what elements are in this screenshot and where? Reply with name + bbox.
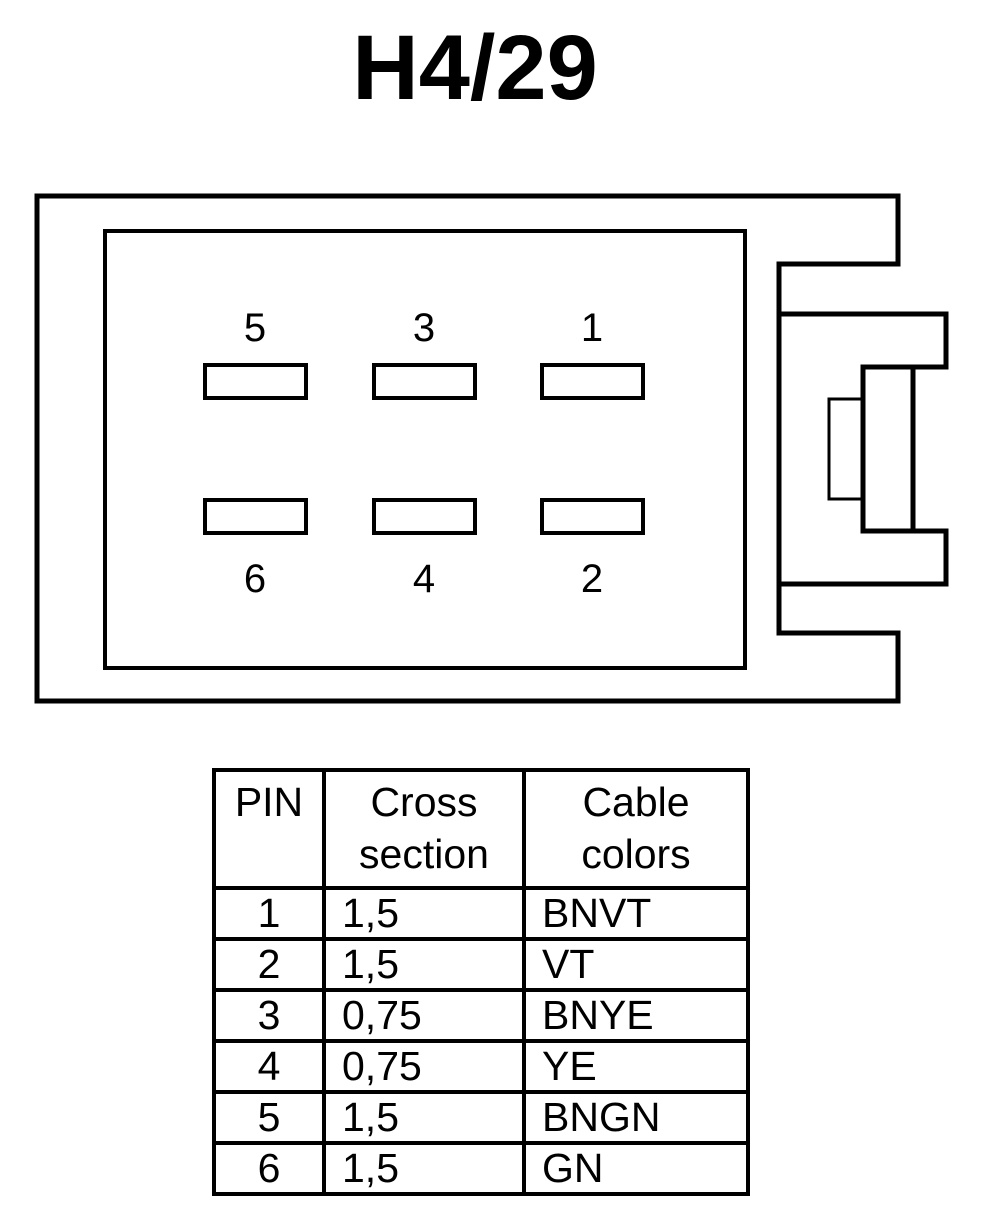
cell-cross-section: 1,5 [322, 1141, 526, 1196]
pin-slot-6 [203, 498, 308, 535]
table-row: 4 0,75 YE [212, 1039, 750, 1094]
cell-cable-color: BNVT [522, 886, 750, 941]
pin-slot-4 [372, 498, 477, 535]
connector-housing [34, 193, 901, 704]
pin-label-1: 1 [581, 306, 603, 350]
pin-slot-3 [372, 363, 477, 400]
cell-pin: 2 [212, 937, 326, 992]
cell-pin: 6 [212, 1141, 326, 1196]
pin-label-5: 5 [244, 306, 266, 350]
connector-cavity [103, 229, 747, 670]
cell-pin: 1 [212, 886, 326, 941]
table-row: 1 1,5 BNVT [212, 886, 750, 941]
header-cross-section: Cross section [322, 768, 526, 890]
pin-slot-2 [540, 498, 645, 535]
cell-cable-color: VT [522, 937, 750, 992]
locking-tab-inner [860, 364, 913, 534]
cell-cable-color: BNYE [522, 988, 750, 1043]
pin-label-6: 6 [244, 557, 266, 601]
cell-cable-color: GN [522, 1141, 750, 1196]
table-row: 6 1,5 GN [212, 1141, 750, 1196]
connector-title: H4/29 [352, 17, 598, 119]
pin-label-3: 3 [413, 306, 435, 350]
table-row: 2 1,5 VT [212, 937, 750, 992]
pin-slot-5 [203, 363, 308, 400]
cell-cross-section: 1,5 [322, 937, 526, 992]
pin-label-2: 2 [581, 557, 603, 601]
cell-pin: 4 [212, 1039, 326, 1094]
table-header-row: PIN Cross section Cable colors [212, 768, 750, 890]
connector-diagram: 5 3 1 6 4 2 [34, 193, 949, 704]
table-row: 3 0,75 BNYE [212, 988, 750, 1043]
pin-slot-1 [540, 363, 645, 400]
cell-cable-color: BNGN [522, 1090, 750, 1145]
header-pin: PIN [212, 768, 326, 890]
table-row: 5 1,5 BNGN [212, 1090, 750, 1145]
cell-pin: 3 [212, 988, 326, 1043]
header-cable-colors: Cable colors [522, 768, 750, 890]
cell-cross-section: 1,5 [322, 1090, 526, 1145]
pin-label-4: 4 [413, 557, 435, 601]
pin-assignment-table: PIN Cross section Cable colors 1 1,5 BNV… [212, 768, 750, 1196]
cell-cross-section: 0,75 [322, 1039, 526, 1094]
cell-pin: 5 [212, 1090, 326, 1145]
cell-cable-color: YE [522, 1039, 750, 1094]
cell-cross-section: 0,75 [322, 988, 526, 1043]
locking-tab [779, 311, 949, 587]
locking-tab-catch [827, 397, 865, 501]
cell-cross-section: 1,5 [322, 886, 526, 941]
